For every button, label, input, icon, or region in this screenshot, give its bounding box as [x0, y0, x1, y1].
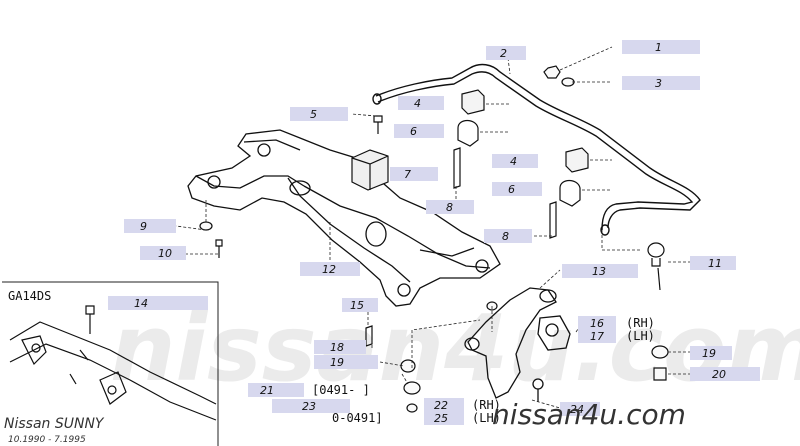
callout-1-bg [622, 40, 700, 54]
callout-15[interactable]: 15 [350, 299, 364, 312]
callout-5[interactable]: 5 [310, 108, 317, 121]
callout-14-bg [108, 296, 208, 310]
callout-25-side-lh: (LH) [472, 411, 501, 425]
callout-18[interactable]: 18 [330, 341, 344, 354]
callout-10[interactable]: 10 [158, 247, 172, 260]
callout-23-bg [272, 399, 350, 413]
callout-9-bg [124, 219, 176, 233]
callout-10-bg [140, 246, 186, 260]
callout-23-range: 0-0491] [332, 411, 383, 425]
mount-block [351, 149, 389, 191]
callout-8a-bg [426, 200, 474, 214]
callout-1[interactable]: 1 [655, 41, 662, 54]
callout-18-bg [314, 340, 366, 354]
inset-ga14ds: GA14DS [2, 281, 219, 446]
callout-21-bg [248, 383, 304, 397]
callout-4b-bg [492, 154, 538, 168]
callout-11-bg [690, 256, 736, 270]
callout-20-bg [690, 367, 760, 381]
callout-25[interactable]: 25 [434, 412, 448, 425]
callout-22-bg [424, 398, 464, 412]
callout-4a[interactable]: 4 [414, 97, 421, 110]
callout-25-bg [424, 411, 464, 425]
callout-20[interactable]: 20 [712, 368, 726, 381]
callout-15-bg [342, 298, 378, 312]
callout-24-bg [560, 402, 600, 416]
callout-9[interactable]: 9 [140, 220, 147, 233]
callout-19a-bg [314, 355, 378, 369]
callout-23[interactable]: 23 [302, 400, 316, 413]
callout-19a[interactable]: 19 [330, 356, 344, 369]
callout-16-side-rh: (RH) [626, 316, 655, 330]
callout-6b[interactable]: 6 [508, 183, 515, 196]
callout-7-bg [390, 167, 438, 181]
callout-24[interactable]: 24 [570, 403, 584, 416]
callout-17[interactable]: 17 [590, 330, 604, 343]
callout-2-bg [486, 46, 526, 60]
callout-21-range: [0491- ] [312, 383, 370, 397]
leader-lines [175, 46, 690, 409]
callout-17-side-lh: (LH) [626, 329, 655, 343]
callout-2[interactable]: 2 [500, 47, 507, 60]
bracket-clamp [457, 119, 581, 207]
callout-22[interactable]: 22 [434, 399, 448, 412]
callout-16[interactable]: 16 [590, 317, 604, 330]
callout-8b-bg [484, 229, 532, 243]
callout-17-bg [578, 329, 616, 343]
callout-19b[interactable]: 19 [702, 347, 716, 360]
bolts [85, 115, 557, 347]
transverse-link [464, 287, 571, 402]
callout-11[interactable]: 11 [708, 257, 722, 270]
callout-6a[interactable]: 6 [410, 125, 417, 138]
suspension-crossmember [187, 129, 501, 307]
callout-4b[interactable]: 4 [510, 155, 517, 168]
callout-3-bg [622, 76, 700, 90]
callout-3[interactable]: 3 [655, 77, 662, 90]
model-dates: 10.1990 - 7.1995 [8, 435, 86, 445]
bushing-upper [461, 89, 589, 173]
callout-7[interactable]: 7 [404, 168, 411, 181]
callout-4a-bg [398, 96, 444, 110]
stabilizer-bar [372, 63, 701, 236]
model-title: Nissan SUNNY [4, 416, 105, 432]
brand-watermark: nissan4u.com [492, 398, 686, 431]
callout-22-side-rh: (RH) [472, 398, 501, 412]
callout-19b-bg [690, 346, 732, 360]
inset-label: GA14DS [8, 289, 51, 303]
stabilizer-connecting-rod [647, 242, 665, 291]
callout-16-bg [578, 316, 616, 330]
nut-and-washers [199, 65, 669, 413]
callout-13-bg [562, 264, 638, 278]
callout-14[interactable]: 14 [134, 297, 148, 310]
callout-12-bg [300, 262, 360, 276]
callout-8a[interactable]: 8 [446, 201, 453, 214]
watermark-text: nissan4u.com [110, 295, 800, 402]
callout-12[interactable]: 12 [322, 263, 336, 276]
callout-13[interactable]: 13 [592, 265, 606, 278]
callout-6a-bg [394, 124, 444, 138]
callout-5-bg [290, 107, 348, 121]
callout-21[interactable]: 21 [260, 384, 274, 397]
callout-tags: 1 2 3 4 4 5 6 6 7 8 8 9 10 11 12 13 14 [108, 40, 760, 425]
callout-6b-bg [492, 182, 542, 196]
callout-8b[interactable]: 8 [502, 230, 509, 243]
